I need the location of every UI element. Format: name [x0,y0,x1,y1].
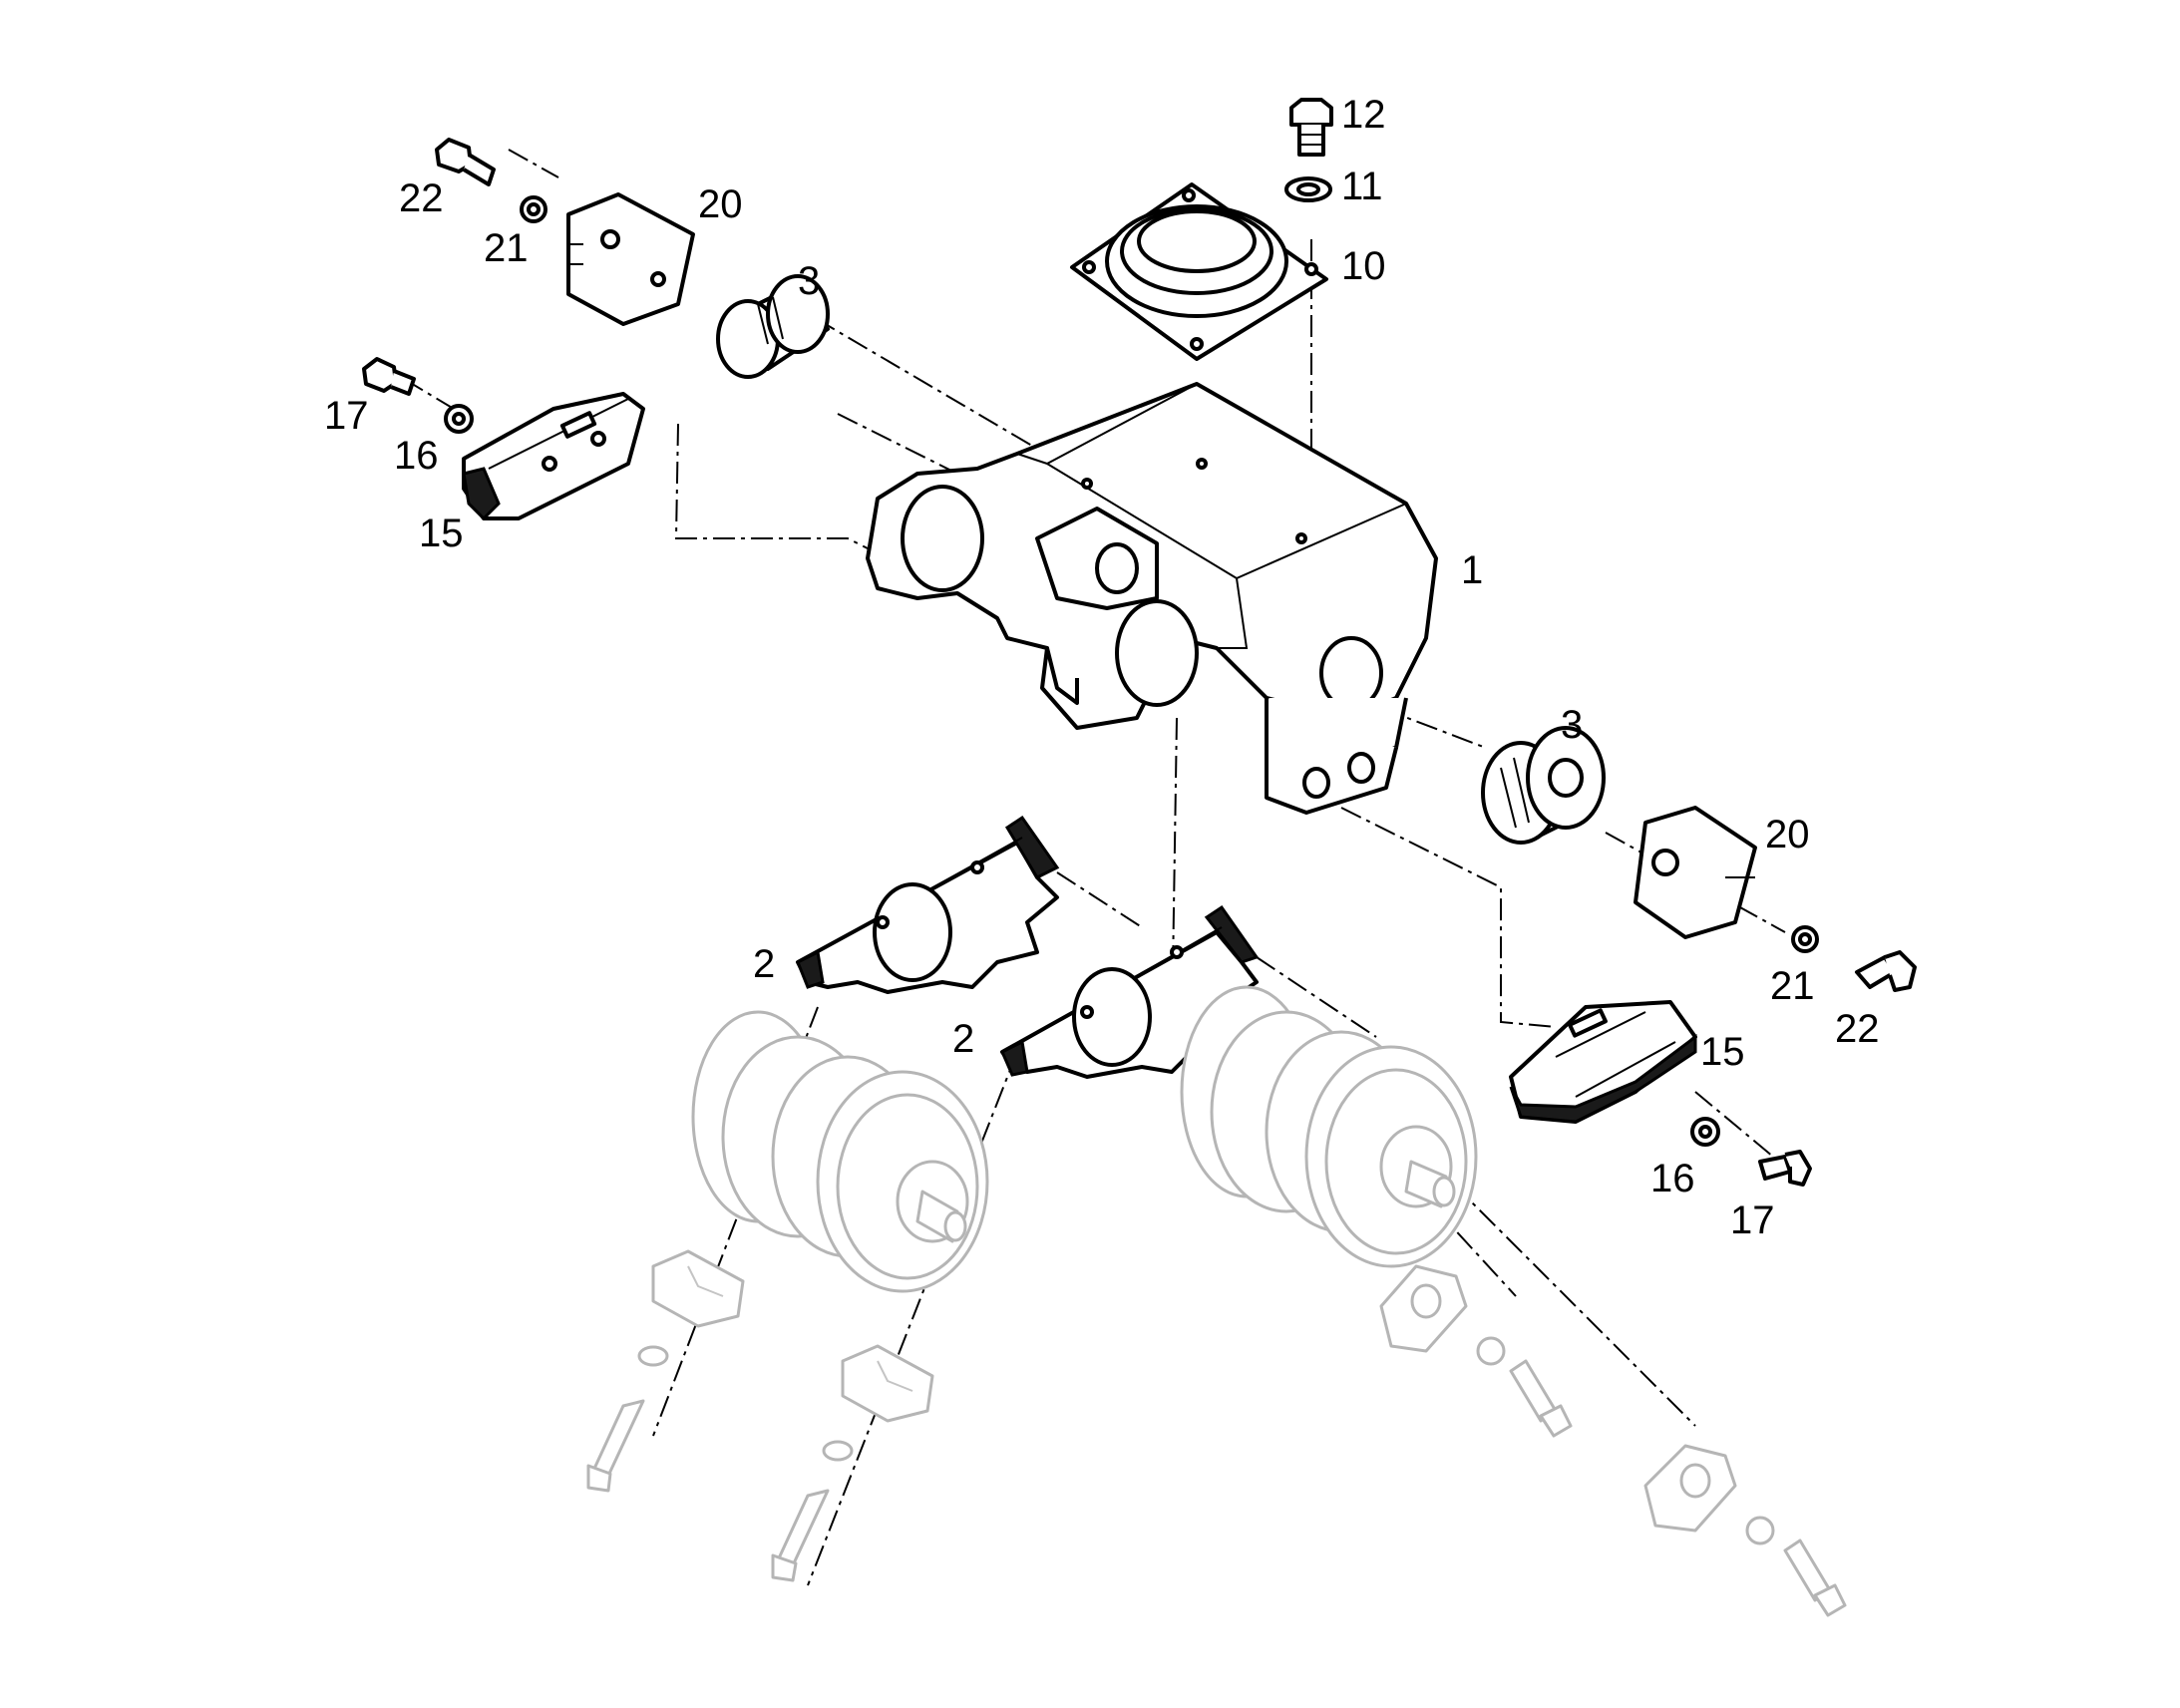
bolt-17-upper [362,357,416,396]
end-cap-lower [1634,806,1757,939]
washer-21-upper [520,195,547,223]
callout-15-upper: 15 [419,512,464,555]
bushing-lower [1481,726,1606,845]
callout-12: 12 [1341,93,1386,137]
callout-17-upper: 17 [324,394,369,438]
main-frame [866,382,1438,815]
roller-cap-left-a-reference [651,1249,745,1328]
bolt-17-lower [1758,1150,1812,1187]
bushing-upper [716,274,830,379]
callout-16-upper: 16 [394,434,439,478]
callout-20-upper: 20 [698,182,743,226]
assembly-leader-lines [403,149,1786,1586]
wear-pad-lower [1509,1000,1697,1124]
washer-16-upper [444,404,474,434]
roller-cap-left-b-reference [841,1344,934,1423]
washer [1284,176,1332,202]
bolt-22-upper [435,138,496,186]
callout-16-lower: 16 [1650,1157,1695,1200]
callout-20-lower: 20 [1765,813,1810,856]
washer-21-lower [1791,925,1819,953]
track-roller-left-reference [691,1010,989,1293]
callout-labels: 1 2 2 3 3 10 11 12 15 15 16 16 17 17 20 … [324,93,1880,1242]
callout-15-lower: 15 [1700,1030,1745,1074]
roller-washers-reference [637,1336,1775,1545]
callout-11: 11 [1341,165,1383,208]
callout-21-upper: 21 [484,226,529,270]
washer-16-lower [1690,1117,1720,1147]
callout-2-left: 2 [753,942,775,986]
wear-pad-upper [462,392,645,521]
bolt-22-lower [1855,950,1917,992]
callout-10: 10 [1341,244,1386,288]
callout-2-right: 2 [952,1017,974,1061]
end-cap-upper [566,192,695,326]
cover-plate [1070,182,1328,361]
track-roller-right-reference [1180,985,1478,1268]
clamp-left [796,815,1060,994]
roller-cap-right-a-reference [1379,1264,1468,1353]
callout-22-upper: 22 [399,176,444,220]
callout-3-lower: 3 [1561,703,1583,747]
callout-21-lower: 21 [1770,964,1815,1008]
callout-3-upper: 3 [798,259,820,303]
roller-bolts-reference [586,1359,1847,1617]
roller-cap-right-b-reference [1643,1444,1737,1533]
callout-17-lower: 17 [1730,1198,1775,1242]
callout-22-lower: 22 [1835,1007,1880,1051]
callout-1: 1 [1461,548,1483,592]
bolt [1289,98,1333,157]
